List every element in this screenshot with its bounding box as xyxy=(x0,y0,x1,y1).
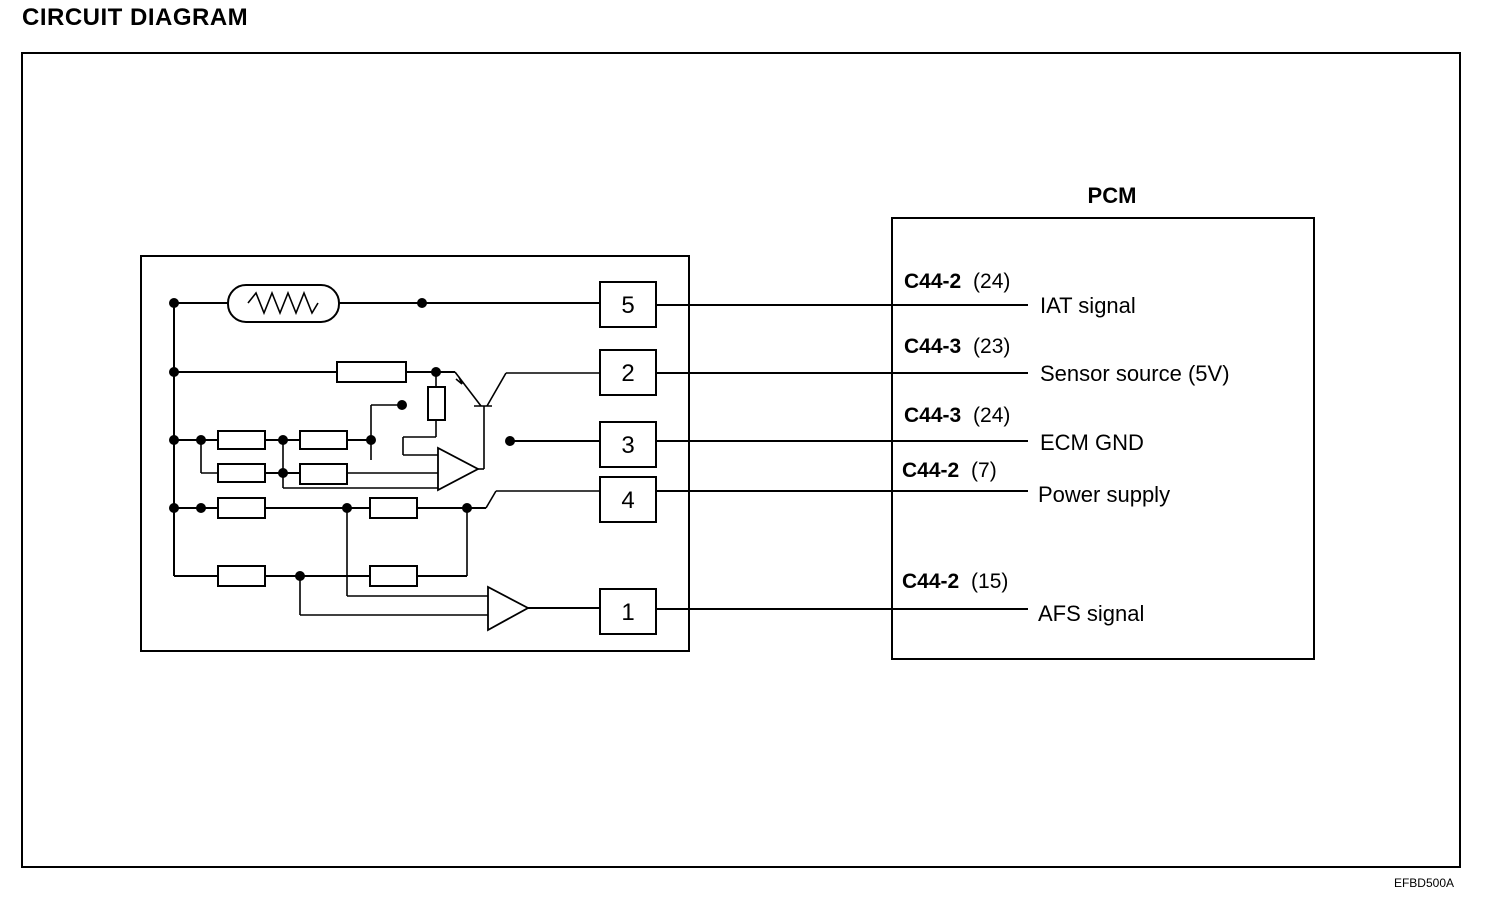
resistor-r5 xyxy=(217,463,266,483)
ground-node-dot xyxy=(505,436,515,446)
svg-text:C44-3 (24): C44-3 (24) xyxy=(904,404,1010,427)
page-title: CIRCUIT DIAGRAM xyxy=(22,4,249,31)
pin-1-number: 1 xyxy=(621,599,634,626)
resistor-r1 xyxy=(336,361,407,383)
pin-5-number: 5 xyxy=(621,292,634,319)
node-dot xyxy=(397,400,407,410)
svg-text:C44-2 (7): C44-2 (7) xyxy=(902,459,997,482)
pin-row-4: 4 C44-2 (7) Power supply xyxy=(599,459,1170,523)
node-dot xyxy=(196,503,206,513)
svg-text:C44-2 (15): C44-2 (15) xyxy=(902,570,1008,593)
resistor-r3 xyxy=(217,430,266,450)
pin-2-connector: C44-3 xyxy=(904,335,961,358)
pin-4-box xyxy=(599,476,657,523)
pin-5-terminal: (24) xyxy=(973,270,1010,293)
svg-text:C44-2 (24): C44-2 (24) xyxy=(904,270,1010,293)
resistor-r7 xyxy=(217,497,266,519)
resistor-r9 xyxy=(217,565,266,587)
pin-4-connector: C44-2 xyxy=(902,459,959,482)
pin-4-number: 4 xyxy=(621,487,634,514)
pin-5-connector: C44-2 xyxy=(904,270,961,293)
diagram-frame xyxy=(21,52,1461,868)
pin-row-5: 5 C44-2 (24) IAT signal xyxy=(599,270,1136,328)
pin-2-signal: Sensor source (5V) xyxy=(1040,361,1230,386)
svg-text:C44-3 (23): C44-3 (23) xyxy=(904,335,1010,358)
pin-1-terminal: (15) xyxy=(971,570,1008,593)
pin-row-3: 3 C44-3 (24) ECM GND xyxy=(599,404,1144,468)
node-dot xyxy=(169,298,179,308)
pin-3-connector: C44-3 xyxy=(904,404,961,427)
pin-2-number: 2 xyxy=(621,360,634,387)
node-dot xyxy=(169,435,179,445)
pin-3-signal: ECM GND xyxy=(1040,430,1144,455)
pin-1-box xyxy=(599,588,657,635)
pcm-label: PCM xyxy=(1088,183,1137,208)
pin-2-box xyxy=(599,349,657,396)
resistor-r10 xyxy=(369,565,418,587)
resistor-r2 xyxy=(427,386,446,421)
pin-2-terminal: (23) xyxy=(973,335,1010,358)
pin-5-signal: IAT signal xyxy=(1040,293,1136,318)
resistor-r6 xyxy=(299,463,348,485)
pin-4-signal: Power supply xyxy=(1038,482,1170,507)
pin-4-terminal: (7) xyxy=(971,459,997,482)
opamp-1-icon xyxy=(437,446,480,492)
resistor-r8 xyxy=(369,497,418,519)
pin-3-box xyxy=(599,421,657,468)
node-dot xyxy=(417,298,427,308)
pin-1-signal: AFS signal xyxy=(1038,601,1144,626)
pin-3-terminal: (24) xyxy=(973,404,1010,427)
pin-3-number: 3 xyxy=(621,432,634,459)
transistor-emitter xyxy=(486,372,507,407)
sensor-module-box xyxy=(140,255,690,652)
pcm-box xyxy=(891,217,1315,660)
sensor-internal-circuit xyxy=(169,284,600,632)
pin-row-1: 1 C44-2 (15) AFS signal xyxy=(599,570,1144,635)
transistor-arrow-icon xyxy=(455,376,463,385)
resistor-r4 xyxy=(299,430,348,450)
node-dot xyxy=(169,367,179,377)
node-dot xyxy=(169,503,179,513)
wire-to-pin4 xyxy=(485,490,497,509)
opamp-2-icon xyxy=(487,585,530,632)
pin-1-connector: C44-2 xyxy=(902,570,959,593)
thermistor-zigzag xyxy=(247,290,319,316)
pin-5-box xyxy=(599,281,657,328)
pin-row-2: 2 C44-3 (23) Sensor source (5V) xyxy=(599,335,1230,396)
figure-code: EFBD500A xyxy=(1393,876,1454,890)
